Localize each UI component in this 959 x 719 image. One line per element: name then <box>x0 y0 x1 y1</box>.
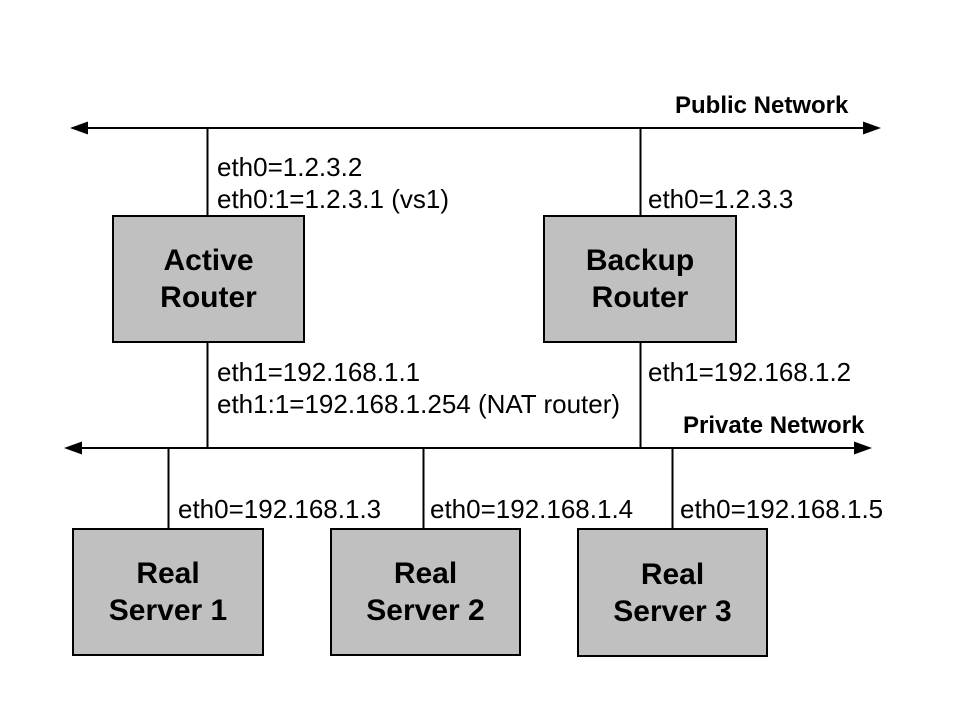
backup-router-node: Backup Router <box>543 215 737 343</box>
backup-router-node-label: Backup Router <box>585 244 695 314</box>
private-bus-right-arrow-icon <box>854 441 872 455</box>
backup-router-eth1-label: eth1=192.168.1.2 <box>648 357 852 387</box>
real-server-1-node-label: Real Server 1 <box>108 557 228 627</box>
active-router-eth0-label: eth0=1.2.3.2 <box>217 152 363 182</box>
public-network-label: Public Network <box>675 92 849 119</box>
private-network-label: Private Network <box>683 412 865 439</box>
active-router-eth1-alias-label: eth1:1=192.168.1.254 (NAT router) <box>217 389 621 419</box>
backup-router-eth0-label: eth0=1.2.3.3 <box>648 184 794 214</box>
public-bus-left-arrow-icon <box>70 121 88 135</box>
real-server-2-eth0-label: eth0=192.168.1.4 <box>430 494 634 524</box>
private-bus-left-arrow-icon <box>64 441 82 455</box>
real-server-2-node-label: Real Server 2 <box>366 557 485 627</box>
real-server-3-node-label: Real Server 3 <box>613 557 732 628</box>
real-server-1-eth0-label: eth0=192.168.1.3 <box>178 494 382 524</box>
active-router-eth0-alias-label: eth0:1=1.2.3.1 (vs1) <box>217 184 449 214</box>
active-router-eth1-label: eth1=192.168.1.1 <box>217 357 421 387</box>
real-server-1-node: Real Server 1 <box>72 528 264 656</box>
active-router-node-label: Active Router <box>160 244 257 314</box>
real-server-3-node: Real Server 3 <box>577 528 768 657</box>
real-server-2-node: Real Server 2 <box>330 528 521 656</box>
real-server-3-eth0-label: eth0=192.168.1.5 <box>680 494 884 524</box>
public-bus-right-arrow-icon <box>863 121 881 135</box>
active-router-node: Active Router <box>112 215 305 343</box>
